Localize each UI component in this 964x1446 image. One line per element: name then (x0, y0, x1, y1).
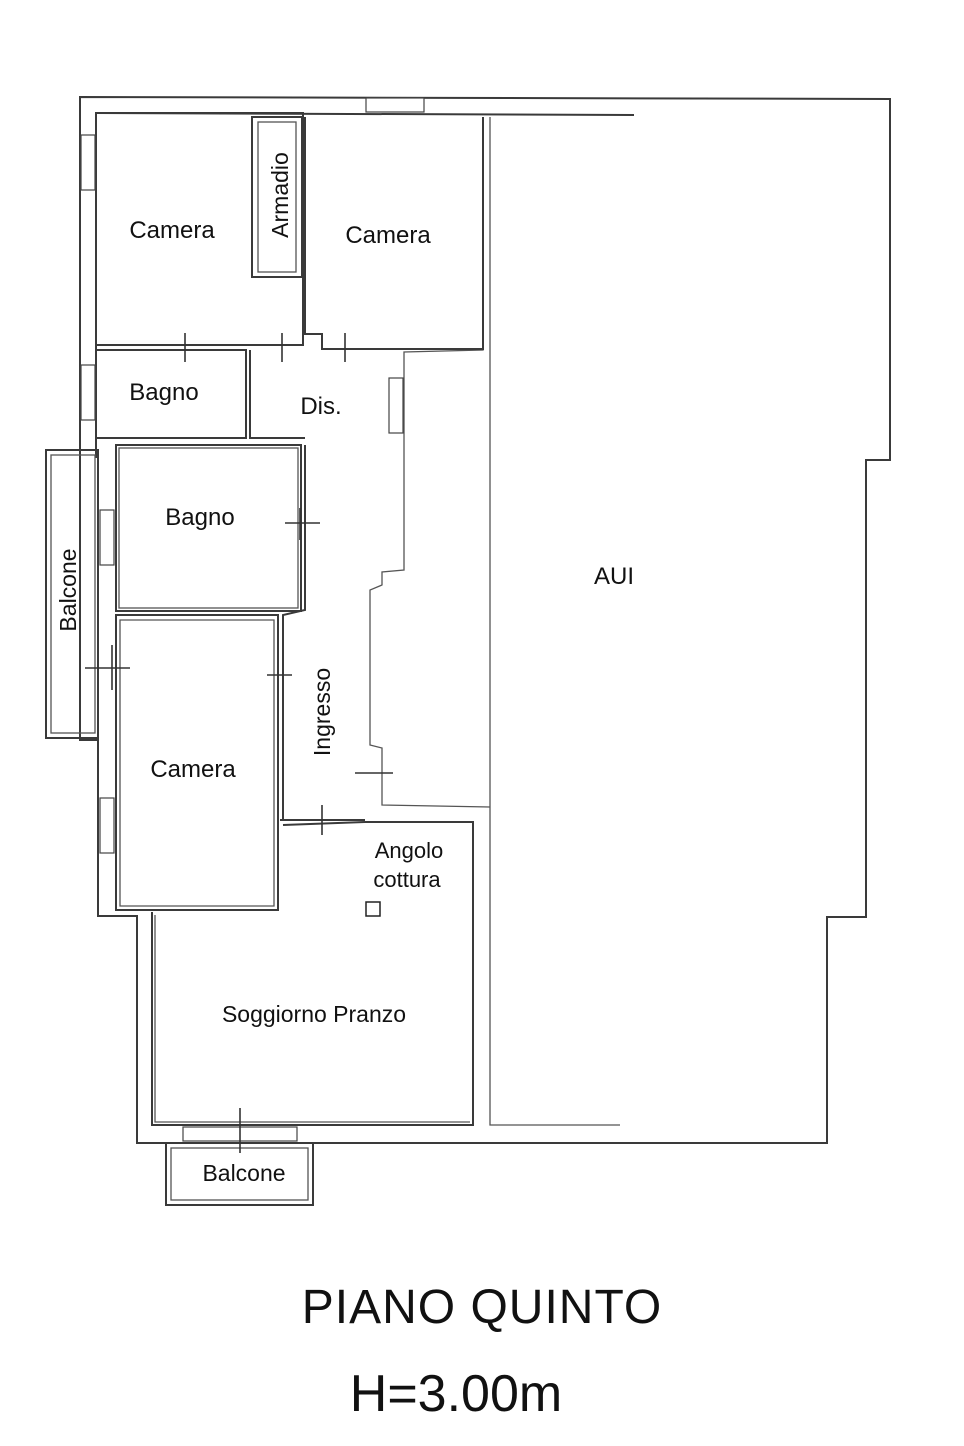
room-label-dis: Dis. (300, 393, 341, 420)
room-label-cottura: cottura (373, 867, 441, 892)
room-label-balcone-front: Balcone (202, 1160, 285, 1186)
ceiling-height: H=3.00m (349, 1365, 563, 1423)
room-label-bagno-2: Bagno (165, 504, 234, 531)
room-label-balcone-side: Balcone (55, 548, 81, 631)
floor-title: PIANO QUINTO (301, 1281, 663, 1334)
floor-plan: Camera Armadio Camera Bagno Dis. Bagno B… (45, 95, 891, 1206)
room-label-angolo: Angolo (375, 838, 444, 863)
windows (80, 97, 425, 1142)
room-label-camera-2: Camera (345, 222, 431, 249)
interior-walls (45, 112, 484, 1206)
room-label-armadio: Armadio (267, 152, 293, 238)
cooktop-marker (365, 901, 381, 917)
room-label-bagno-1: Bagno (129, 379, 198, 406)
room-label-soggiorno: Soggiorno Pranzo (222, 1001, 406, 1027)
room-label-camera-1: Camera (129, 217, 215, 244)
room-label-aui: AUI (594, 563, 634, 590)
room-label-ingresso: Ingresso (309, 668, 335, 756)
doors (85, 333, 393, 1153)
room-label-camera-3: Camera (150, 756, 236, 783)
